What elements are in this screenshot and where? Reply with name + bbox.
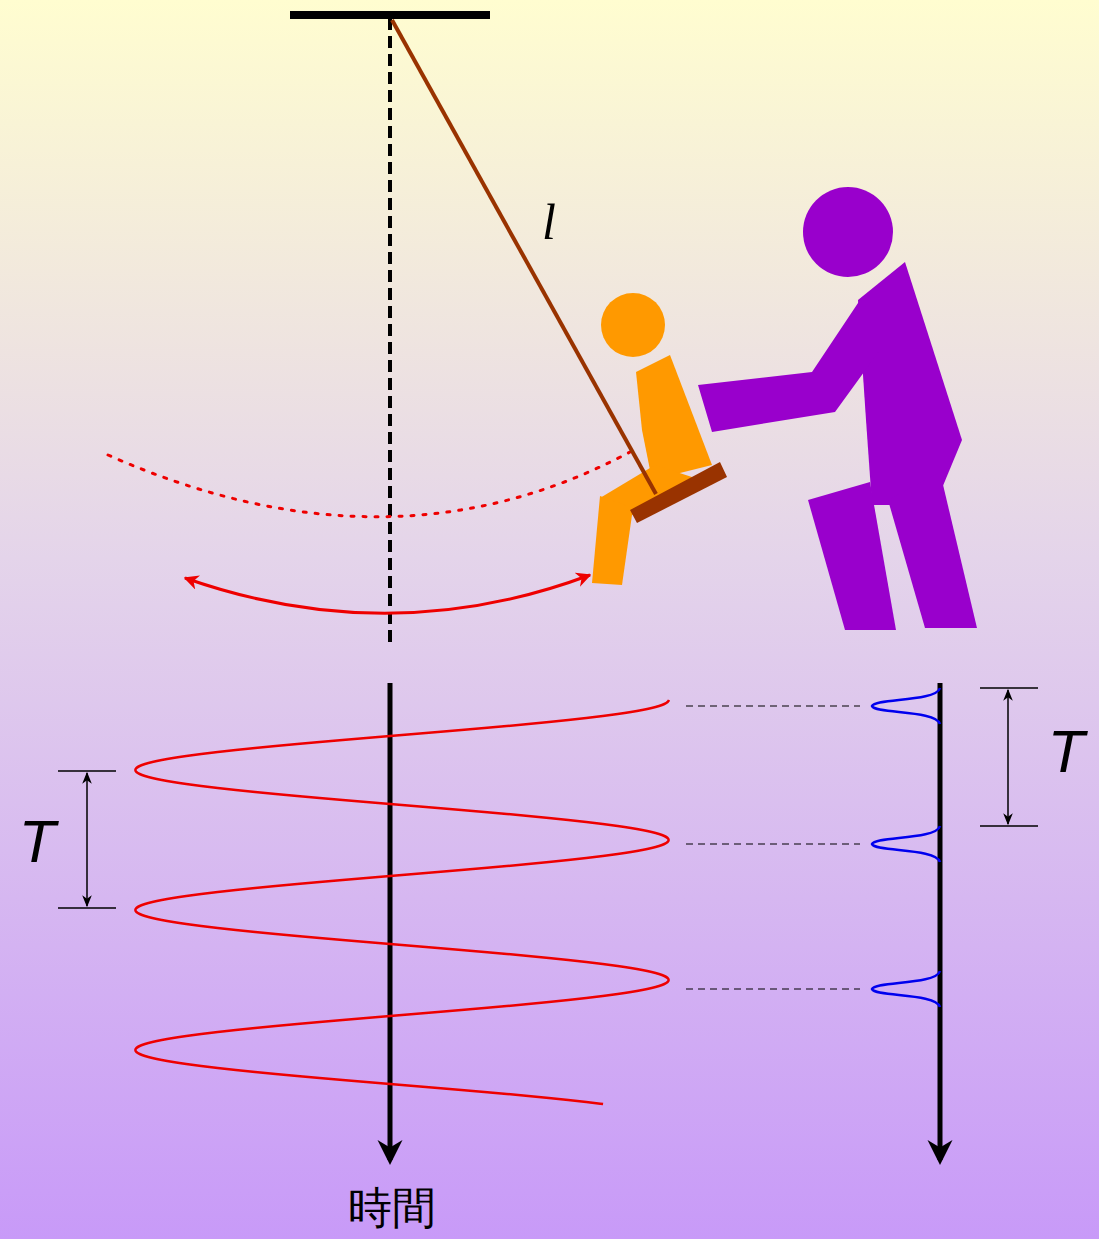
period-label: T [1048,722,1085,782]
peak-guides [686,706,860,989]
period-bracket [980,688,1038,826]
swing-rope [392,20,656,494]
child-figure [592,293,712,585]
time-axis [938,683,943,1160]
adult-figure [698,187,977,630]
period-label: T [19,812,56,872]
swing-seat [630,462,727,523]
support-bar [290,11,490,19]
swing-arrow [185,575,590,613]
vertical-reference [388,18,392,648]
rope-length-label: l [542,197,556,247]
time-axis [388,683,393,1160]
period-bracket [58,771,116,908]
push-pulses [872,688,940,1007]
oscillation-curve [135,700,669,1104]
axis-label: 時間 [348,1186,436,1230]
swing-path [108,452,630,517]
